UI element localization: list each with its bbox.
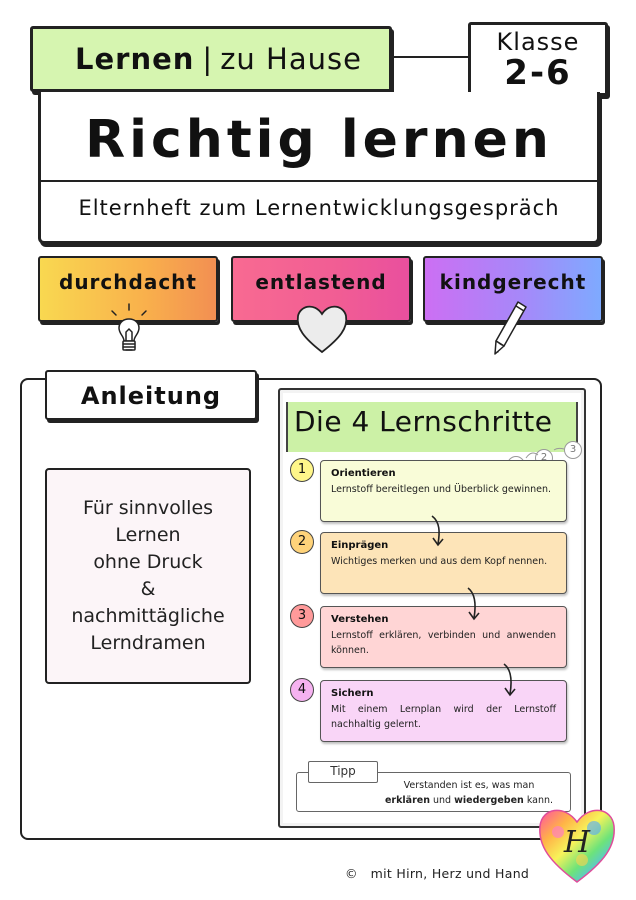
step-number: 1: [290, 458, 314, 482]
step-number: 2: [290, 530, 314, 554]
tip-bold-1: erklären: [384, 795, 430, 806]
tip-label: Tipp: [308, 761, 378, 783]
step-card-sichern: Sichern Mit einem Lernplan wird der Lern…: [320, 680, 567, 742]
grade-box: Klasse 2-6: [468, 22, 608, 96]
purpose-note: Für sinnvolles Lernen ohne Druck & nachm…: [45, 468, 251, 684]
topic-banner: Lernen | zu Hause: [30, 26, 392, 92]
tip-text-mid: und: [433, 795, 452, 806]
curved-arrow-icon: [467, 587, 480, 621]
badge-label: kindgerecht: [439, 270, 587, 294]
step-card-einpraegen: Einprägen Wichtiges merken und aus dem K…: [320, 532, 567, 594]
copyright: © mit Hirn, Herz und Hand: [345, 866, 529, 881]
pencil-icon: [494, 301, 527, 355]
curved-arrow-icon: [431, 515, 444, 547]
tip-text: Verstanden ist es, was man erklären und …: [380, 778, 558, 808]
title-divider: [41, 180, 597, 182]
curved-arrow-icon: [503, 663, 516, 697]
step-description: Wichtiges merken und aus dem Kopf nennen…: [331, 556, 548, 567]
page-title: Richtig lernen: [85, 110, 553, 170]
copyright-symbol: ©: [345, 866, 358, 881]
page-subtitle: Elternheft zum Lernentwicklungsgespräch: [78, 196, 560, 220]
step-description: Mit einem Lernplan wird der Lernstoff na…: [331, 704, 556, 730]
tip-bold-2: wiedergeben: [454, 795, 524, 806]
title-box: Richtig lernen Elternheft zum Lernentwic…: [38, 92, 600, 244]
header-connector-line: [392, 56, 470, 58]
steps-card-title: Die 4 Lernschritte: [294, 405, 553, 438]
logo-letter: H: [563, 825, 591, 860]
topic-bold: Lernen: [75, 42, 195, 76]
tip-text-line1: Verstanden ist es, was man: [403, 780, 535, 791]
section-label-text: Anleitung: [80, 382, 222, 410]
section-label: Anleitung: [45, 370, 257, 420]
step-card-orientieren: Orientieren Lernstoff bereitlegen und Üb…: [320, 460, 567, 522]
copyright-text: mit Hirn, Herz und Hand: [370, 866, 530, 881]
grade-label: Klasse: [496, 28, 580, 56]
heart-icon: [296, 305, 348, 354]
step-number: 4: [290, 678, 314, 702]
purpose-note-text: Für sinnvolles Lernen ohne Druck & nachm…: [71, 497, 225, 654]
step-description: Lernstoff bereitlegen und Überblick gewi…: [331, 484, 552, 495]
lightbulb-icon: [104, 303, 154, 351]
topic-separator: |: [202, 42, 213, 76]
step-description: Lernstoff erklären, verbinden und anwend…: [331, 630, 556, 656]
step-number: 3: [290, 604, 314, 628]
badge-label: entlastend: [255, 270, 387, 294]
mini-number: 3: [564, 441, 582, 459]
mini-number-connectors: [525, 447, 565, 459]
step-title: Sichern: [331, 688, 374, 699]
badge-durchdacht: durchdacht: [38, 256, 218, 322]
topic-rest: zu Hause: [220, 42, 362, 76]
step-card-verstehen: Verstehen Lernstoff erklären, verbinden …: [320, 606, 567, 668]
rainbow-heart-logo: H: [539, 809, 615, 883]
step-title: Orientieren: [331, 468, 396, 479]
step-title: Einprägen: [331, 540, 389, 551]
grade-value: 2-6: [504, 53, 572, 93]
steps-card-title-banner: [286, 402, 578, 452]
badge-label: durchdacht: [59, 270, 197, 294]
tip-text-end: kann.: [526, 795, 554, 806]
step-title: Verstehen: [331, 614, 389, 625]
